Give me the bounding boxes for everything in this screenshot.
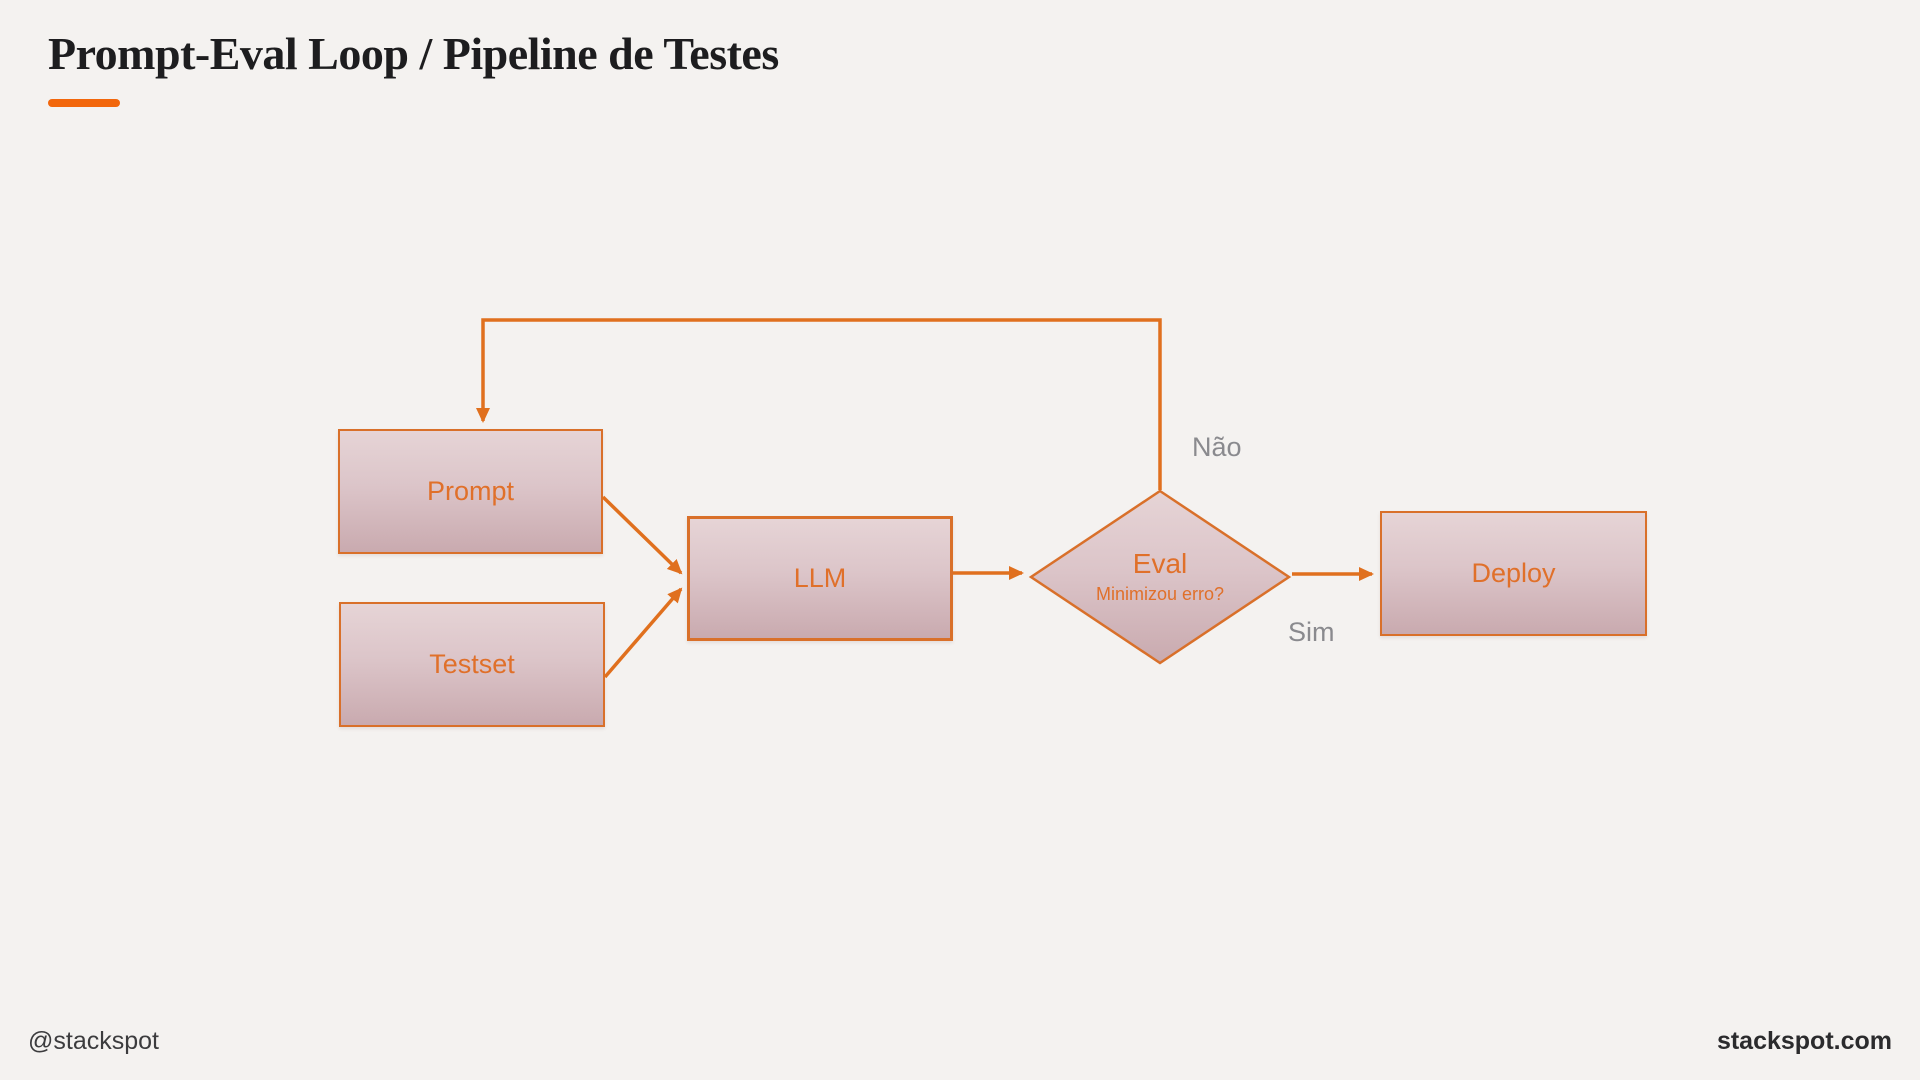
node-eval-decision: Eval Minimizou erro? bbox=[1028, 488, 1292, 666]
edge-prompt-to-llm bbox=[601, 495, 683, 575]
node-testset: Testset bbox=[339, 602, 605, 727]
node-deploy: Deploy bbox=[1380, 511, 1647, 636]
node-llm-label: LLM bbox=[793, 563, 847, 593]
node-prompt-label: Prompt bbox=[426, 476, 515, 506]
edge-label-nao: Não bbox=[1192, 432, 1242, 462]
page-title: Prompt-Eval Loop / Pipeline de Testes bbox=[48, 28, 779, 79]
slide-header: Prompt-Eval Loop / Pipeline de Testes bbox=[48, 26, 779, 108]
footer-handle: @stackspot bbox=[28, 1027, 159, 1055]
edge-label-sim: Sim bbox=[1288, 617, 1335, 647]
diamond-shape bbox=[1028, 489, 1292, 665]
edge-testset-to-llm bbox=[603, 587, 683, 679]
title-accent-bar bbox=[48, 99, 120, 108]
node-eval-text: Eval Minimizou erro? bbox=[1028, 488, 1292, 666]
node-llm: LLM bbox=[687, 516, 953, 641]
node-eval-label: Eval bbox=[1132, 547, 1188, 579]
node-testset-label: Testset bbox=[429, 649, 515, 679]
footer-site: stackspot.com bbox=[1716, 1027, 1892, 1055]
node-eval-sublabel: Minimizou erro? bbox=[1095, 583, 1225, 604]
node-prompt: Prompt bbox=[338, 429, 603, 554]
slide-footer: @stackspot stackspot.com bbox=[0, 1027, 1920, 1056]
node-deploy-label: Deploy bbox=[1471, 558, 1556, 588]
